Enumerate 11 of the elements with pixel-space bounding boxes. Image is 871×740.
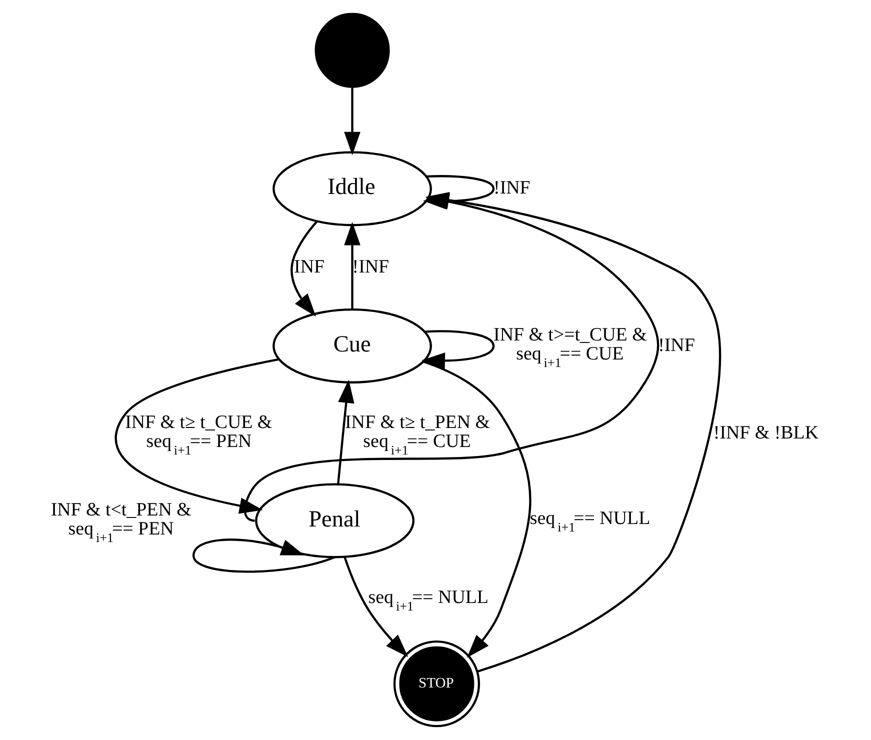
edge-label: INF & t≥ t_CUE & seq$_{i+1}$== PEN [124,412,272,458]
edge-label: !INF [352,256,389,278]
edge-label: !INF [658,334,694,356]
edge-label: INF & t>=t_CUE & seq$_{i+1}$== CUE [493,324,646,370]
edge-label: INF & t≥ t_PEN & seq$_{i+1}$== CUE [344,412,490,458]
edge-label: INF [294,256,324,278]
edge-label: !INF & !BLK [712,422,818,444]
edge-label: INF & t<t_PEN & seq$_{i+1}$== PEN [50,499,191,545]
edge-label: !INF [493,178,530,199]
edge-label: seq$_{i+1}$== NULL [368,586,488,614]
edge-label: seq$_{i+1}$== NULL [529,508,650,535]
